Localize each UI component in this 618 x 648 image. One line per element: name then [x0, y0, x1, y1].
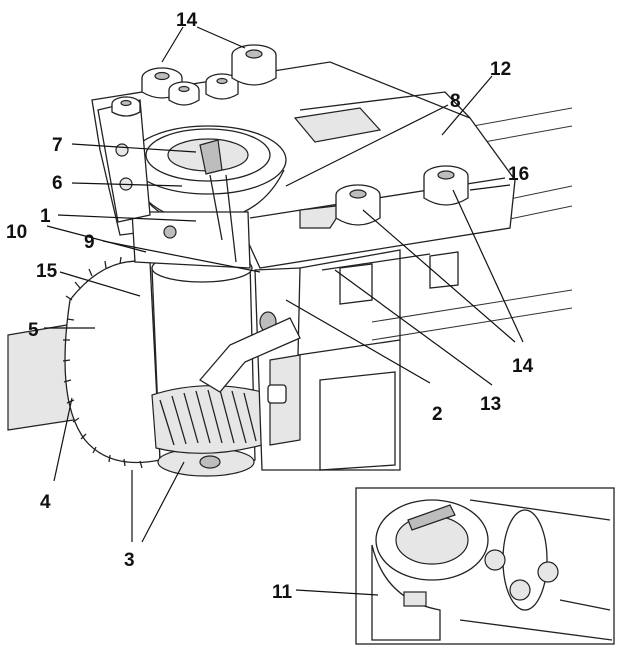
spur-gear	[62, 254, 161, 469]
inset-detail	[355, 487, 615, 645]
callout-9: 9	[84, 232, 95, 253]
screw-4	[231, 44, 277, 86]
callout-12: 12	[490, 59, 511, 80]
callout-14-right: 14	[512, 356, 534, 377]
screw-5	[111, 96, 141, 117]
callout-5: 5	[28, 320, 39, 341]
screw-2	[168, 81, 200, 106]
leader-lines	[44, 26, 524, 596]
callout-labels: 14 12 8 7 6 16 1 10 9 15 5 14 13 2 4 3 1…	[6, 10, 534, 603]
callout-7: 7	[52, 135, 63, 156]
arm	[199, 317, 301, 393]
callout-10: 10	[6, 222, 27, 243]
screw-7	[423, 165, 469, 206]
callout-16: 16	[508, 164, 529, 185]
callout-11: 11	[272, 582, 293, 603]
screw-6	[335, 184, 381, 226]
screw-3	[205, 73, 239, 100]
housing	[254, 249, 401, 471]
callout-15: 15	[36, 261, 58, 282]
callout-4: 4	[40, 492, 51, 513]
hook-bracket	[131, 174, 251, 269]
screw-1	[141, 67, 183, 99]
callout-2: 2	[432, 404, 443, 425]
helical-gear	[151, 385, 263, 454]
callout-8: 8	[450, 91, 461, 112]
callout-3: 3	[124, 550, 135, 571]
callout-6: 6	[52, 173, 63, 194]
callout-13: 13	[480, 394, 501, 415]
callout-14-top: 14	[176, 10, 198, 31]
callout-1: 1	[40, 206, 51, 227]
plate-feet	[321, 251, 459, 305]
